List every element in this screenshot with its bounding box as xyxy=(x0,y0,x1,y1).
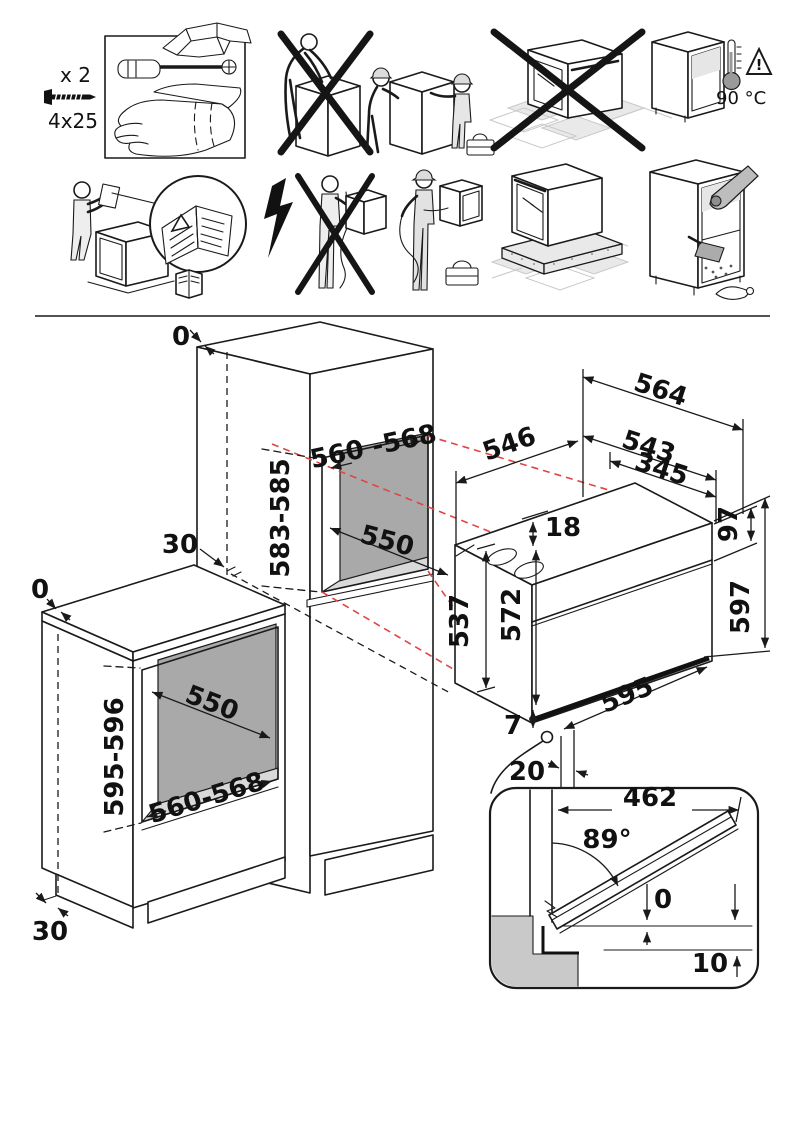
screw-size-label: 4x25 xyxy=(48,109,98,133)
dim-oven-rear-gap-label: 20 xyxy=(509,757,545,787)
manual-magnifier-icon xyxy=(149,175,247,273)
alignment-dashed-line xyxy=(230,573,453,695)
dust-and-pan-icon xyxy=(687,235,755,300)
toolbox-icon xyxy=(445,260,479,286)
pictogram-qualified-electrician xyxy=(264,169,483,295)
dim-base-plinth-recess-label: 30 xyxy=(32,917,68,947)
dim-tall-side-gap-label: 30 xyxy=(162,530,198,560)
dim-door-open-angle-label: 89° xyxy=(582,825,631,855)
oven-icon xyxy=(511,163,603,247)
dim-oven-overall-height-label: 597 xyxy=(726,580,756,634)
warning-mark: ! xyxy=(756,56,763,74)
gloves-icon xyxy=(114,83,242,157)
prohibition-cross-icon xyxy=(295,173,375,295)
cabinet-dimension-lines xyxy=(35,329,449,918)
thermometer-icon xyxy=(722,39,742,91)
pictogram-two-person-lift xyxy=(365,67,495,156)
dim-base-niche-height-label: 595-596 xyxy=(100,697,130,816)
dim-door-width-label: 462 xyxy=(623,783,677,813)
vacuum-nozzle-icon xyxy=(709,165,759,210)
person-reading-icon xyxy=(70,181,121,261)
person-bending-icon xyxy=(284,33,333,140)
dimension-labels: 0 560 -568 583-585 550 30 0 595-596 550 … xyxy=(31,322,756,979)
packaging-spacer-icon xyxy=(162,22,252,58)
installer-icon xyxy=(399,169,437,291)
dim-door-bottom-clearance-label: 10 xyxy=(692,949,728,979)
pictogram-read-instructions xyxy=(70,175,247,299)
toolbox-icon xyxy=(466,133,495,156)
dim-tall-niche-height-label: 583-585 xyxy=(266,458,296,577)
pictogram-hardware: x 2 4x25 xyxy=(44,22,252,159)
dim-oven-overall-width-rear-label: 564 xyxy=(630,368,691,413)
pictogram-cabinet-heat-resistance: ! 90 °C xyxy=(651,31,773,123)
pictogram-do-not-lay-down xyxy=(488,28,673,152)
worker-right-icon xyxy=(429,73,474,149)
screwdriver-icon xyxy=(117,59,237,79)
door-detail-drawing xyxy=(488,786,760,990)
worker-left-icon xyxy=(365,67,400,154)
pictogram-single-lift-forbidden xyxy=(277,30,374,157)
prohibition-cross-icon xyxy=(490,28,646,152)
dim-base-top-clearance-label: 0 xyxy=(31,575,49,605)
detail-callout-line xyxy=(490,740,544,794)
dim-oven-body-height-label: 537 xyxy=(445,594,475,648)
pictogram-oven-on-packaging-base xyxy=(490,163,630,291)
max-temp-label: 90 °C xyxy=(716,88,766,109)
electric-hazard-icon xyxy=(264,178,293,258)
dim-door-front-clearance-label: 0 xyxy=(654,885,672,915)
cabinet-icon xyxy=(651,31,725,123)
screw-icon xyxy=(44,89,96,105)
screw-count-label: x 2 xyxy=(60,63,91,87)
dim-tall-top-clearance-label: 0 xyxy=(172,322,190,352)
oven-dimension-lines xyxy=(455,369,771,791)
wall-box-open-icon xyxy=(423,179,483,227)
dim-oven-bottom-inset-label: 7 xyxy=(504,711,522,741)
dim-oven-top-inset-label: 18 xyxy=(545,513,581,543)
warning-triangle-icon: ! xyxy=(745,46,773,75)
prohibition-cross-icon xyxy=(277,30,374,156)
door-pivot-point xyxy=(540,730,554,744)
plinth-section xyxy=(491,916,578,987)
dim-oven-fascia-height-label: 97 xyxy=(714,506,744,542)
book-icon xyxy=(175,269,203,299)
base-unit-drawing xyxy=(41,564,286,929)
cabinet-open-icon xyxy=(649,159,745,296)
dim-oven-front-height-label: 572 xyxy=(497,588,527,642)
pictogram-clean-cabinet xyxy=(649,159,759,300)
